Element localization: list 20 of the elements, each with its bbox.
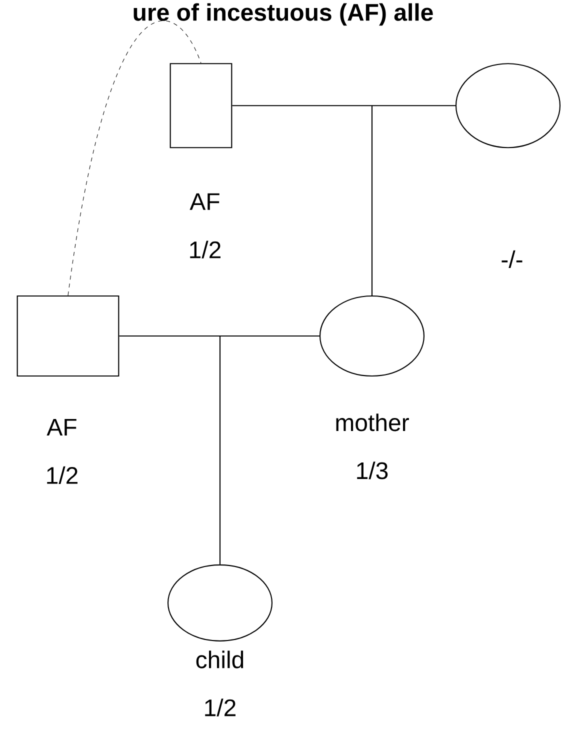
square-symbol [170,63,232,148]
node-label: 1/3 [357,462,388,480]
square-symbol [16,295,120,377]
node-label: child [196,650,244,668]
descent-line [219,336,221,564]
descent-line [371,106,373,296]
title: ure of incestuous (AF) alle [134,3,433,26]
node-label: 1/2 [47,466,78,484]
circle-symbol [455,63,561,148]
node-label: AF [190,193,220,210]
circle-symbol [167,564,273,642]
mating-line [119,335,320,337]
node-label: mother [336,414,409,432]
node-label: 1/2 [190,240,220,258]
genotype-label: -/- [502,250,522,268]
node-label: 1/2 [205,698,236,716]
mating-line [232,105,456,106]
circle-symbol [319,295,425,377]
node-label: AF [46,418,76,436]
dashed-curve [68,20,202,296]
